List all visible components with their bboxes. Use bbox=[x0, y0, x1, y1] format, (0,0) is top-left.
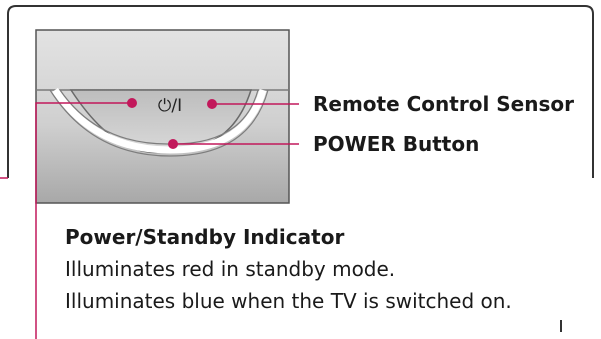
remote-sensor-label: Remote Control Sensor bbox=[313, 92, 574, 116]
indicator-desc-blue: Illuminates blue when the TV is switched… bbox=[65, 289, 512, 313]
standby-indicator-leader bbox=[35, 102, 132, 339]
power-button-ring-edge bbox=[49, 89, 269, 157]
outer-frame bbox=[7, 5, 594, 178]
power-button-ring bbox=[52, 88, 267, 154]
power-symbol: ⏻/I bbox=[158, 96, 182, 116]
indicator-title: Power/Standby Indicator bbox=[65, 225, 345, 249]
power-button-label: POWER Button bbox=[313, 132, 480, 156]
indicator-desc-red: Illuminates red in standby mode. bbox=[65, 257, 396, 281]
